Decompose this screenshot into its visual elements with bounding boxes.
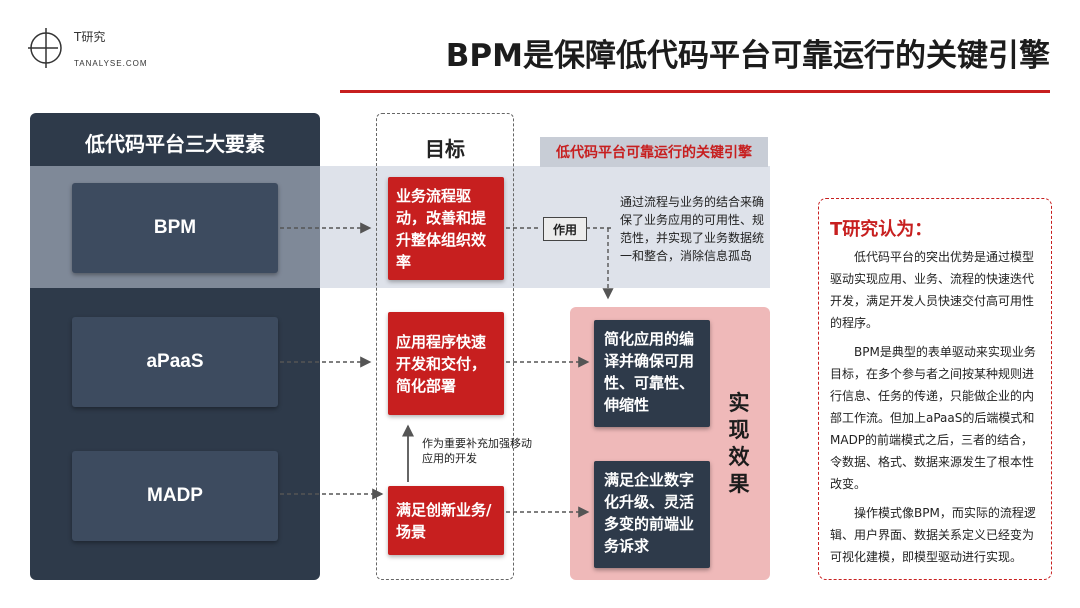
title-divider [340,90,1050,93]
goals-frame [376,113,514,580]
brand-name: T研究 [74,30,106,44]
page-title: BPM是保障低代码平台可靠运行的关键引擎 [445,38,1050,74]
effect-digital-upgrade: 满足企业数字化升级、灵活多变的前端业务诉求 [594,461,710,568]
opinion-paragraph-2: BPM是典型的表单驱动来实现业务目标，在多个参与者之间按某种规则进行信息、任务的… [830,345,1036,491]
role-tag: 作用 [543,217,587,241]
effect-compile-reliability: 简化应用的编译并确保可用性、可靠性、伸缩性 [594,320,710,427]
bpm-role-description: 通过流程与业务的结合来确保了业务应用的可用性、规范性，并实现了业务数据统一和整合… [620,195,765,263]
pillar-bpm: BPM [72,183,278,273]
brand-tagline: TANALYSE.COM [74,59,148,68]
goals-title: 目标 [425,137,465,161]
goal-process-driven: 业务流程驱动，改善和提升整体组织效率 [388,177,504,280]
logo-icon [28,28,62,68]
opinion-title: T研究认为： [830,219,933,240]
opinion-panel [818,198,1052,580]
opinion-paragraph-3: 操作模式像BPM，而实际的流程逻辑、用户界面、数据关系定义已经变为可视化建模，即… [830,506,1036,564]
opinion-paragraph-1: 低代码平台的突出优势是通过模型驱动实现应用、业务、流程的快速迭代开发，满足开发人… [830,250,1035,330]
goal-innovation: 满足创新业务/场景 [388,486,504,555]
effects-label: 实现效果 [728,391,750,496]
madp-side-note: 作为重要补充加强移动应用的开发 [422,437,532,465]
elements-panel-title: 低代码平台三大要素 [85,132,265,156]
engine-label: 低代码平台可靠运行的关键引擎 [540,137,768,167]
pillar-apaas: aPaaS [72,317,278,407]
goal-fast-delivery: 应用程序快速开发和交付，简化部署 [388,312,504,415]
pillar-madp: MADP [72,451,278,541]
